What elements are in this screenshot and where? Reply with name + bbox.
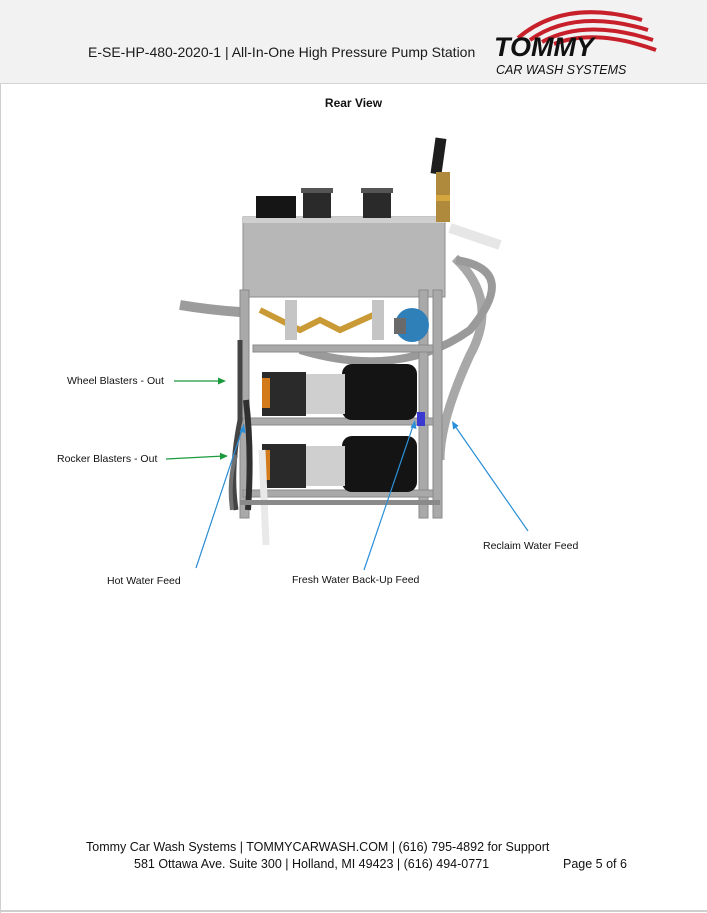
footer-address-line: 581 Ottawa Ave. Suite 300 | Holland, MI … <box>134 857 490 871</box>
tommy-logo: TOMMY CAR WASH SYSTEMS <box>494 10 657 77</box>
callout-wheel-blasters: Wheel Blasters - Out <box>67 375 164 387</box>
section-title: Rear View <box>324 96 383 110</box>
callout-reclaim-water-feed: Reclaim Water Feed <box>483 540 579 552</box>
page-border-bottom <box>0 910 707 912</box>
page-header: E-SE-HP-480-2020-1 | All-In-One High Pre… <box>0 0 707 84</box>
pump-station-rear-view-illustration <box>165 137 529 571</box>
callout-hot-water-feed: Hot Water Feed <box>107 575 181 587</box>
callout-fresh-water-backup-feed: Fresh Water Back-Up Feed <box>292 574 420 586</box>
document-title: E-SE-HP-480-2020-1 | All-In-One High Pre… <box>88 44 476 60</box>
logo-main-text: TOMMY <box>494 32 597 62</box>
callout-rocker-blasters: Rocker Blasters - Out <box>57 453 158 465</box>
page-border-left <box>0 0 1 913</box>
footer-company-line: Tommy Car Wash Systems | TOMMYCARWASH.CO… <box>86 840 550 854</box>
logo-sub-text: CAR WASH SYSTEMS <box>496 63 627 77</box>
page-number: Page 5 of 6 <box>563 857 627 871</box>
